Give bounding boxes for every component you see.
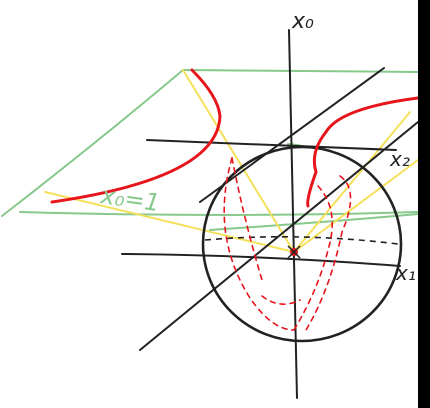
projected-curve-right-inner: [293, 185, 334, 331]
sphere: [201, 145, 403, 343]
ray-upper-left: [182, 69, 295, 253]
projection-rays: [44, 69, 418, 253]
projected-curve-left-inner: [231, 157, 263, 281]
axes: [121, 29, 418, 399]
ray-right: [293, 159, 418, 253]
hyperbola-right-tail: [306, 170, 318, 208]
x0-axis: [288, 29, 298, 399]
x1-axis: [121, 253, 401, 267]
projected-curve-left: [223, 157, 295, 331]
origin-cross: [287, 245, 301, 259]
hyperbola-right-branch: [312, 96, 418, 174]
projected-curves: [223, 157, 352, 331]
ray-upper-right: [293, 111, 411, 253]
label-plane: x₀=1: [98, 181, 162, 217]
sphere-outline: [201, 145, 403, 343]
equator-back-dashed: [204, 236, 399, 245]
drawing-canvas: x₀ x₁ x₂ x₀=1: [0, 0, 418, 408]
projected-curve-bottom: [261, 295, 301, 305]
x2-axis: [139, 121, 418, 351]
projected-curve-right: [305, 175, 352, 331]
hyperbola-left-branch: [50, 68, 222, 204]
plane-front-edge: [19, 211, 418, 216]
hyperboloid-projection-sketch: x₀ x₁ x₂ x₀=1: [1, 9, 418, 399]
label-x0: x₀: [291, 9, 314, 34]
upper-diagonal-line: [199, 67, 385, 203]
plane-top-edge: [182, 69, 418, 73]
ray-left: [44, 191, 295, 253]
label-x1: x₁: [395, 261, 416, 285]
plane-left-edge: [1, 69, 184, 217]
upper-horizontal-line: [146, 139, 397, 151]
sphere-equator: [204, 236, 399, 245]
hyperbola: [50, 68, 418, 208]
label-x2: x₂: [389, 147, 410, 171]
